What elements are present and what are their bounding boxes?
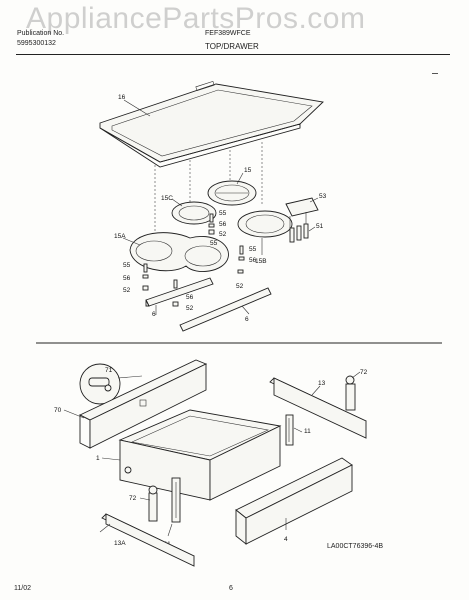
callout-13a: 13A bbox=[114, 540, 126, 547]
callout-56-a: 56 bbox=[219, 221, 227, 228]
callout-56-d: 56 bbox=[123, 275, 131, 282]
publication-number: 5995300132 bbox=[17, 40, 56, 47]
callout-55-a: 55 bbox=[219, 210, 227, 217]
callout-15c: 15C bbox=[161, 195, 173, 202]
callout-72-left: 72 bbox=[129, 495, 137, 502]
surface-element-15 bbox=[207, 180, 257, 206]
callout-6-right: 6 bbox=[245, 316, 249, 323]
callout-56-c: 56 bbox=[249, 257, 257, 264]
drawer-body bbox=[118, 409, 282, 501]
callout-1: 1 bbox=[96, 455, 100, 462]
callout-15a: 15A bbox=[114, 233, 126, 240]
callout-52-d: 52 bbox=[123, 287, 131, 294]
roller-bracket-right bbox=[345, 375, 356, 411]
drawing-code: LA00CT76396-4B bbox=[327, 543, 384, 550]
margin-tick bbox=[432, 73, 438, 74]
drawer-front-panel bbox=[235, 457, 353, 545]
terminal-bracket-53 bbox=[285, 197, 319, 243]
roller-detail-circle bbox=[79, 363, 143, 405]
revision-date: 11/02 bbox=[14, 585, 31, 592]
callout-55-b: 55 bbox=[210, 240, 218, 247]
callout-52-a: 52 bbox=[219, 231, 227, 238]
callout-55-d: 55 bbox=[123, 262, 131, 269]
slide-bracket-right bbox=[285, 414, 294, 446]
callout-72-right: 72 bbox=[360, 369, 368, 376]
header-rule bbox=[16, 54, 450, 55]
callout-11-right: 11 bbox=[304, 428, 311, 435]
surface-element-15b bbox=[237, 210, 293, 238]
callout-16: 16 bbox=[118, 94, 126, 101]
callout-55-c: 55 bbox=[249, 246, 257, 253]
cooktop-glass bbox=[99, 80, 324, 168]
callout-15b: 15B bbox=[255, 258, 267, 265]
callout-56-b: 56 bbox=[186, 294, 194, 301]
slide-bracket-left bbox=[171, 477, 181, 523]
callout-51: 51 bbox=[316, 223, 324, 230]
callout-6-left: 6 bbox=[152, 311, 156, 318]
screw-stack-c bbox=[142, 263, 149, 291]
nut-52-c bbox=[237, 269, 244, 274]
callout-4: 4 bbox=[284, 536, 288, 543]
page-number: 6 bbox=[229, 585, 233, 592]
support-rail-left bbox=[145, 277, 214, 307]
callout-13: 13 bbox=[318, 380, 326, 387]
roller-bracket-left bbox=[148, 485, 158, 522]
callout-52-c: 52 bbox=[236, 283, 244, 290]
model-number: FEF389WFCE bbox=[205, 30, 251, 37]
support-rail-right bbox=[179, 287, 272, 332]
callout-52-b: 52 bbox=[186, 305, 194, 312]
section-title: TOP/DRAWER bbox=[205, 42, 259, 51]
callout-71: 71 bbox=[105, 367, 113, 374]
screw-stack-a bbox=[208, 213, 215, 235]
callout-15: 15 bbox=[244, 167, 252, 174]
drawer-rail-bottom bbox=[101, 513, 195, 567]
callout-53: 53 bbox=[319, 193, 327, 200]
drawer-rail-right bbox=[269, 377, 367, 439]
surface-element-15c bbox=[171, 201, 217, 225]
drawer-rail-left bbox=[78, 359, 208, 449]
surface-element-15a bbox=[129, 232, 229, 273]
publication-label: Publication No. bbox=[17, 30, 65, 37]
callout-70: 70 bbox=[54, 407, 62, 414]
screw-stack-b bbox=[238, 245, 245, 261]
watermark: AppliancePartsPros.com bbox=[26, 2, 366, 35]
